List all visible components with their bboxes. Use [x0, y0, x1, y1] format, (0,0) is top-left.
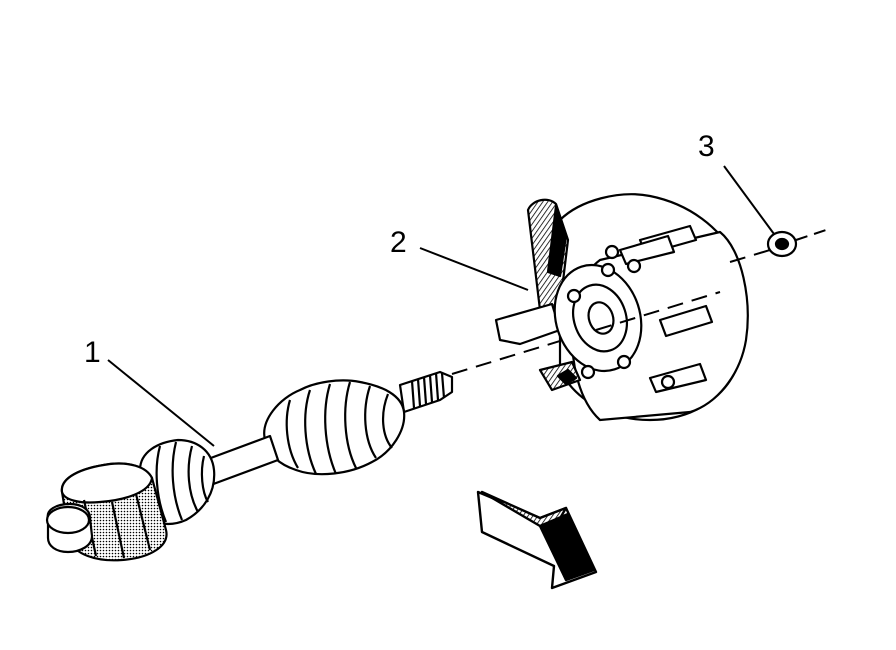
drive-axle-shaft	[45, 329, 597, 562]
inner-joint-housing	[45, 462, 168, 562]
outer-cv-boot	[263, 379, 406, 476]
callout-2: 2	[390, 226, 407, 259]
callout-1: 1	[84, 336, 101, 369]
callout-3: 3	[698, 130, 715, 163]
steering-knuckle-hub	[419, 193, 771, 422]
direction-arrow-icon	[476, 490, 598, 590]
threaded-stub	[398, 370, 454, 414]
hub-nut	[723, 165, 827, 258]
